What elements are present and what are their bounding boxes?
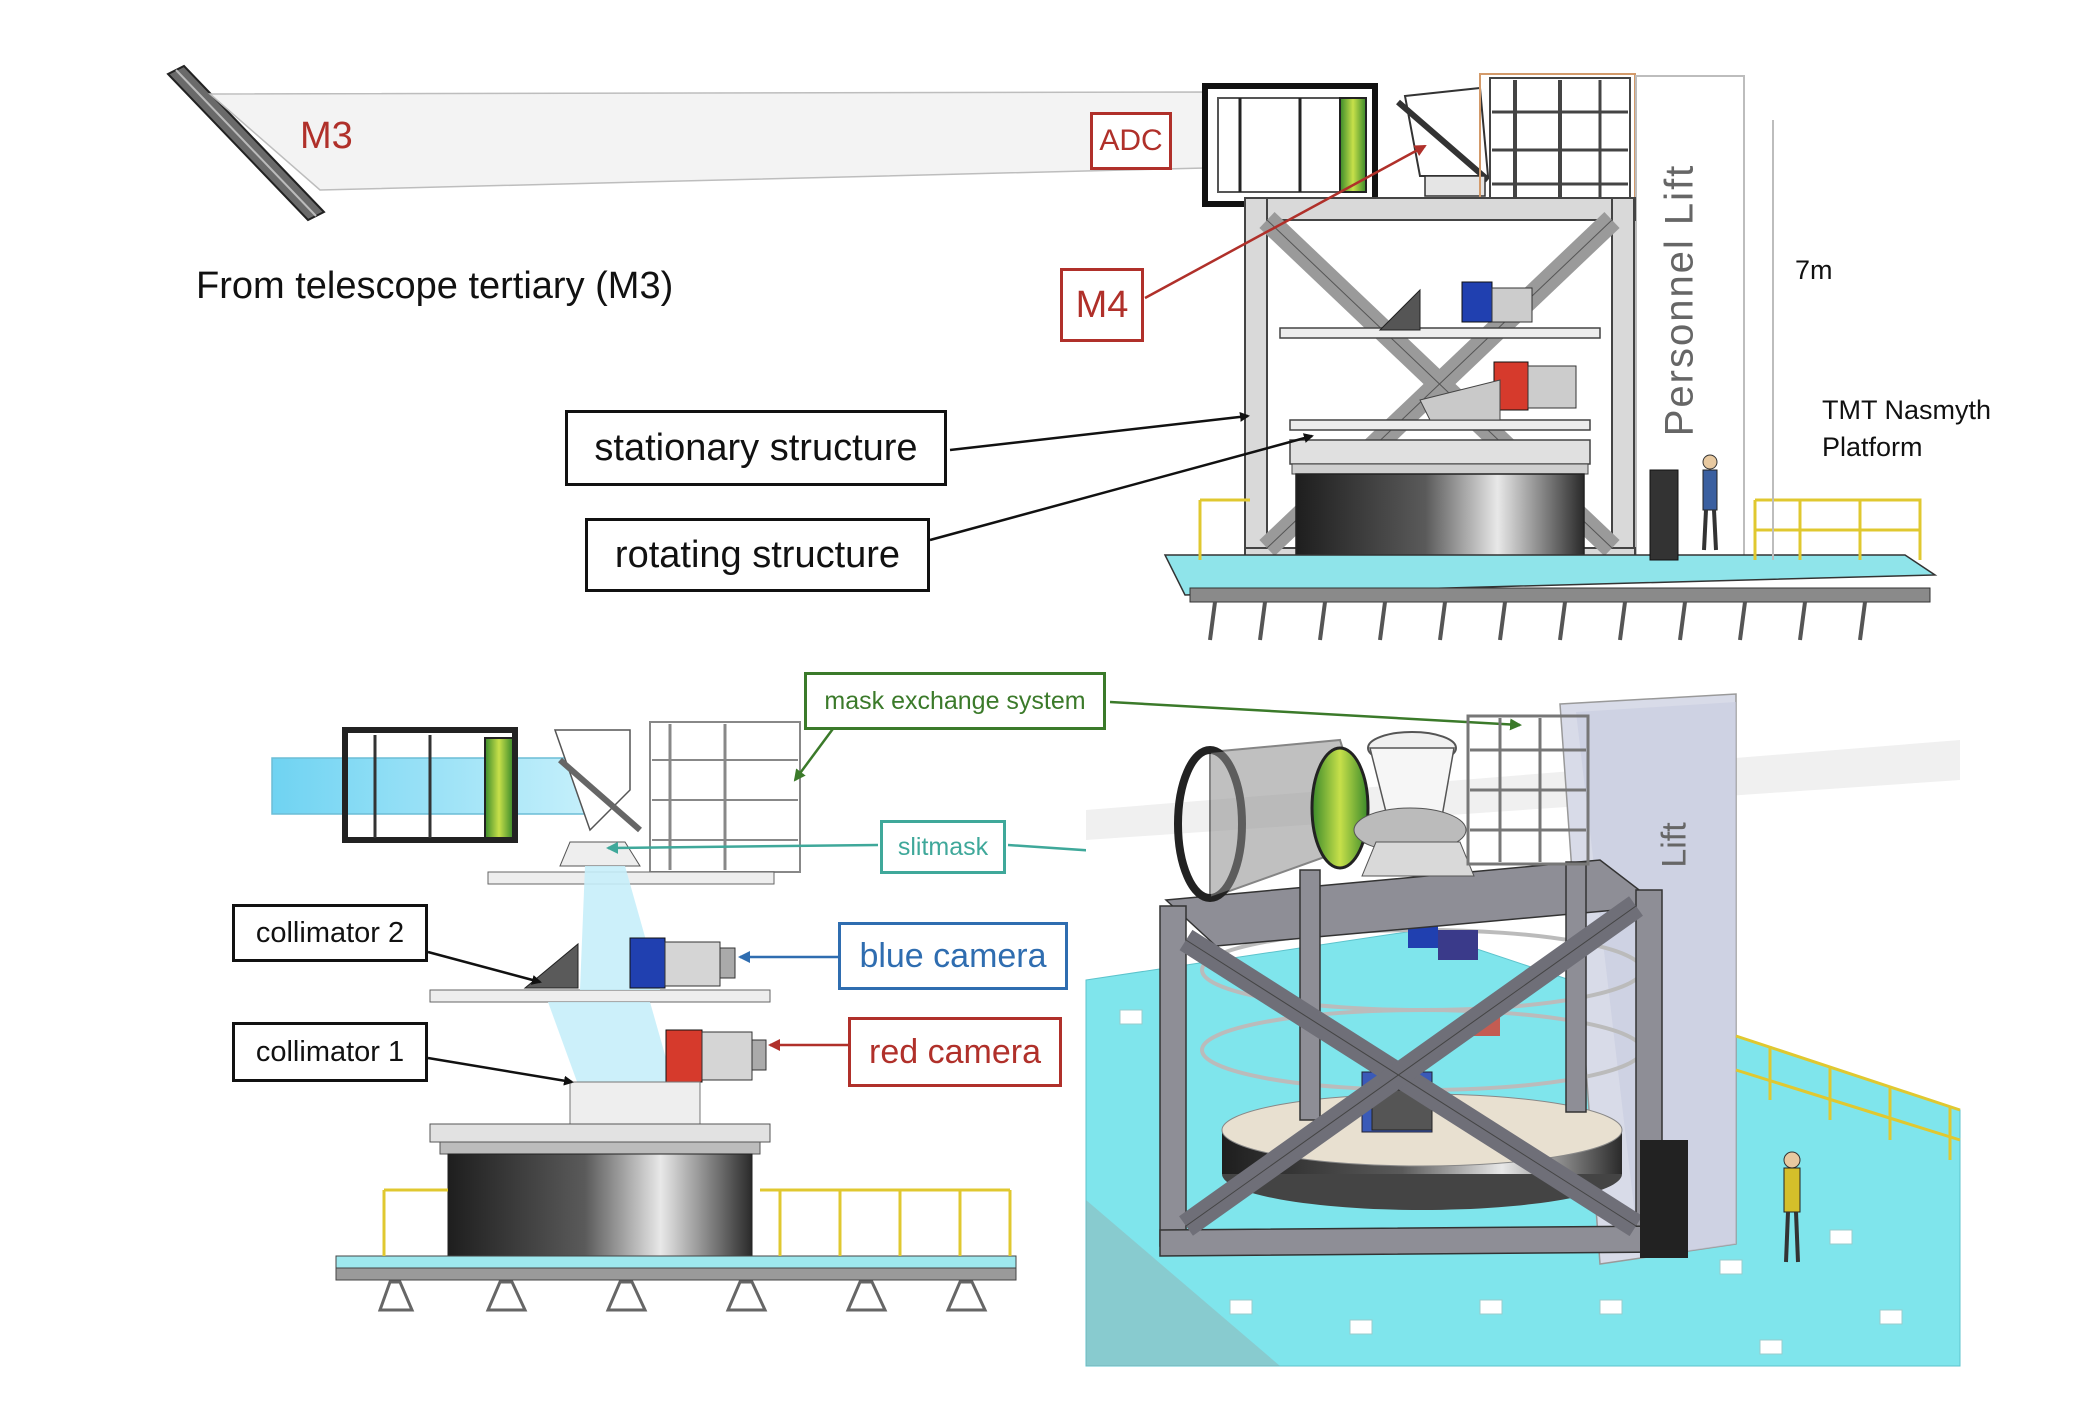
stationary-frame-3d [1159,859,1663,1257]
red-camera-label-box: red camera [848,1017,1062,1087]
m3-mirror [166,64,326,222]
rotating-label: rotating structure [614,533,901,576]
red-camera-shape [665,1029,767,1083]
slitmask-label-box: slitmask [880,820,1006,874]
stationary-leader [949,411,1250,452]
slitmask-leader-bl [606,841,879,854]
collimator2-label: collimator 2 [255,916,405,949]
stationary-label: stationary structure [594,426,918,469]
rotator-bl [429,1123,771,1259]
top-side-view [166,64,1938,641]
m4-housing [1396,86,1490,197]
mask-label: mask exchange system [824,686,1086,715]
m4-leader [1144,144,1427,300]
slitmask-label: slitmask [897,832,989,861]
collimator1-label: collimator 1 [255,1035,405,1068]
collimator2-label-box: collimator 2 [232,904,428,962]
top-person-figure [1702,454,1718,551]
collimator1-label-box: collimator 1 [232,1022,428,1082]
lift-label-3d: Lift [1655,822,1694,868]
m4-housing-3d [1353,731,1475,877]
adc-label: ADC [1099,124,1163,157]
rotating-leader [929,433,1314,542]
height-label: 7m [1795,255,1833,285]
bottom-right-3d-view [1085,693,1961,1367]
top-platform-deck [1163,469,1938,641]
bottom-left-side-view [271,721,1017,1312]
adc-barrel-bl [342,727,518,843]
internal-benches [1279,281,1601,431]
top-bench-bl [487,871,775,885]
adc-barrel [1202,83,1378,207]
collimator-2-leader [427,950,542,985]
mask-label-box: mask exchange system [804,672,1106,730]
m3-label: M3 [300,115,353,157]
source-caption: From telescope tertiary (M3) [196,265,674,307]
red-camera-label: red camera [869,1032,1041,1071]
blue-camera-label: blue camera [859,936,1047,975]
deck-bl [335,1188,1017,1312]
bottom-person-figure [1783,1151,1801,1263]
platform-label: TMT Nasmyth Platform [1822,395,1992,462]
adc-barrel-3d [1174,738,1374,902]
mask-leader-br [1109,700,1522,731]
stationary-label-box: stationary structure [565,410,947,486]
incoming-beam [271,757,593,815]
m4-bl [553,729,642,833]
collimator-1-leader [427,1056,574,1086]
m4-label-box: M4 [1060,268,1144,342]
mid-bench-bl [429,989,771,1003]
adc-label-box: ADC [1090,112,1172,170]
blue-camera-label-box: blue camera [838,922,1068,990]
m4-label: M4 [1075,283,1129,326]
rotating-label-box: rotating structure [585,518,930,592]
slitmask-base-bl [559,841,641,867]
collimator-1-base [569,1081,701,1125]
railings-3d [1735,1034,1961,1160]
mask-rack-bl [649,721,801,873]
lower-beam [548,1002,675,1090]
m3-beam [208,91,1206,191]
lift-label: Personnel Lift [1657,163,1702,437]
mask-rack-3d [1466,714,1590,866]
blue-camera-shape [629,937,736,989]
mask-leader-bl [793,721,840,782]
rotating-drum [1289,439,1591,557]
mask-exchange-rack [1479,73,1636,211]
